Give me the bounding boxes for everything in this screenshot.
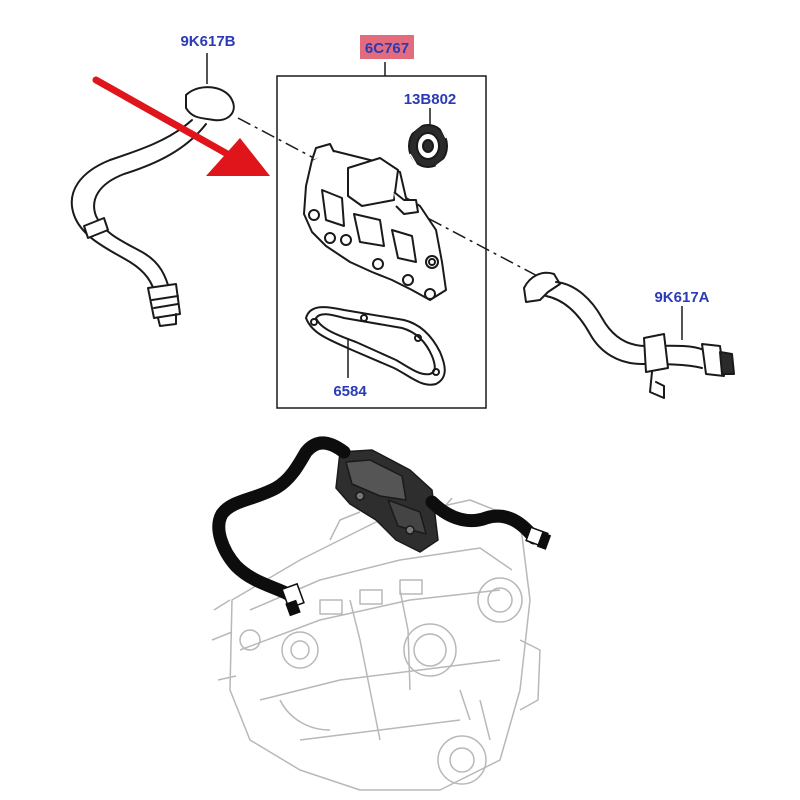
oil-separator-housing <box>303 143 447 301</box>
red-pointer-arrow-icon <box>92 76 270 176</box>
installed-oil-separator <box>335 449 439 553</box>
label-9k617b: 9K617B <box>180 33 235 50</box>
label-9k617a: 9K617A <box>654 289 709 306</box>
cover-gasket <box>305 306 446 386</box>
installed-hoses <box>212 436 541 601</box>
installed-hose-right <box>425 495 541 545</box>
installed-hose-left <box>212 436 351 601</box>
engine-block-outline <box>211 497 541 791</box>
installed-hose-fittings <box>281 526 552 617</box>
label-6584: 6584 <box>333 383 367 400</box>
left-breather-hose <box>70 86 235 327</box>
label-6c767: 6C767 <box>365 40 409 57</box>
assembly-frame <box>276 75 487 409</box>
right-breather-hose <box>523 271 735 399</box>
label-6c767-highlight <box>360 35 414 59</box>
label-13b802: 13B802 <box>404 91 457 108</box>
pcv-valve <box>408 123 448 168</box>
